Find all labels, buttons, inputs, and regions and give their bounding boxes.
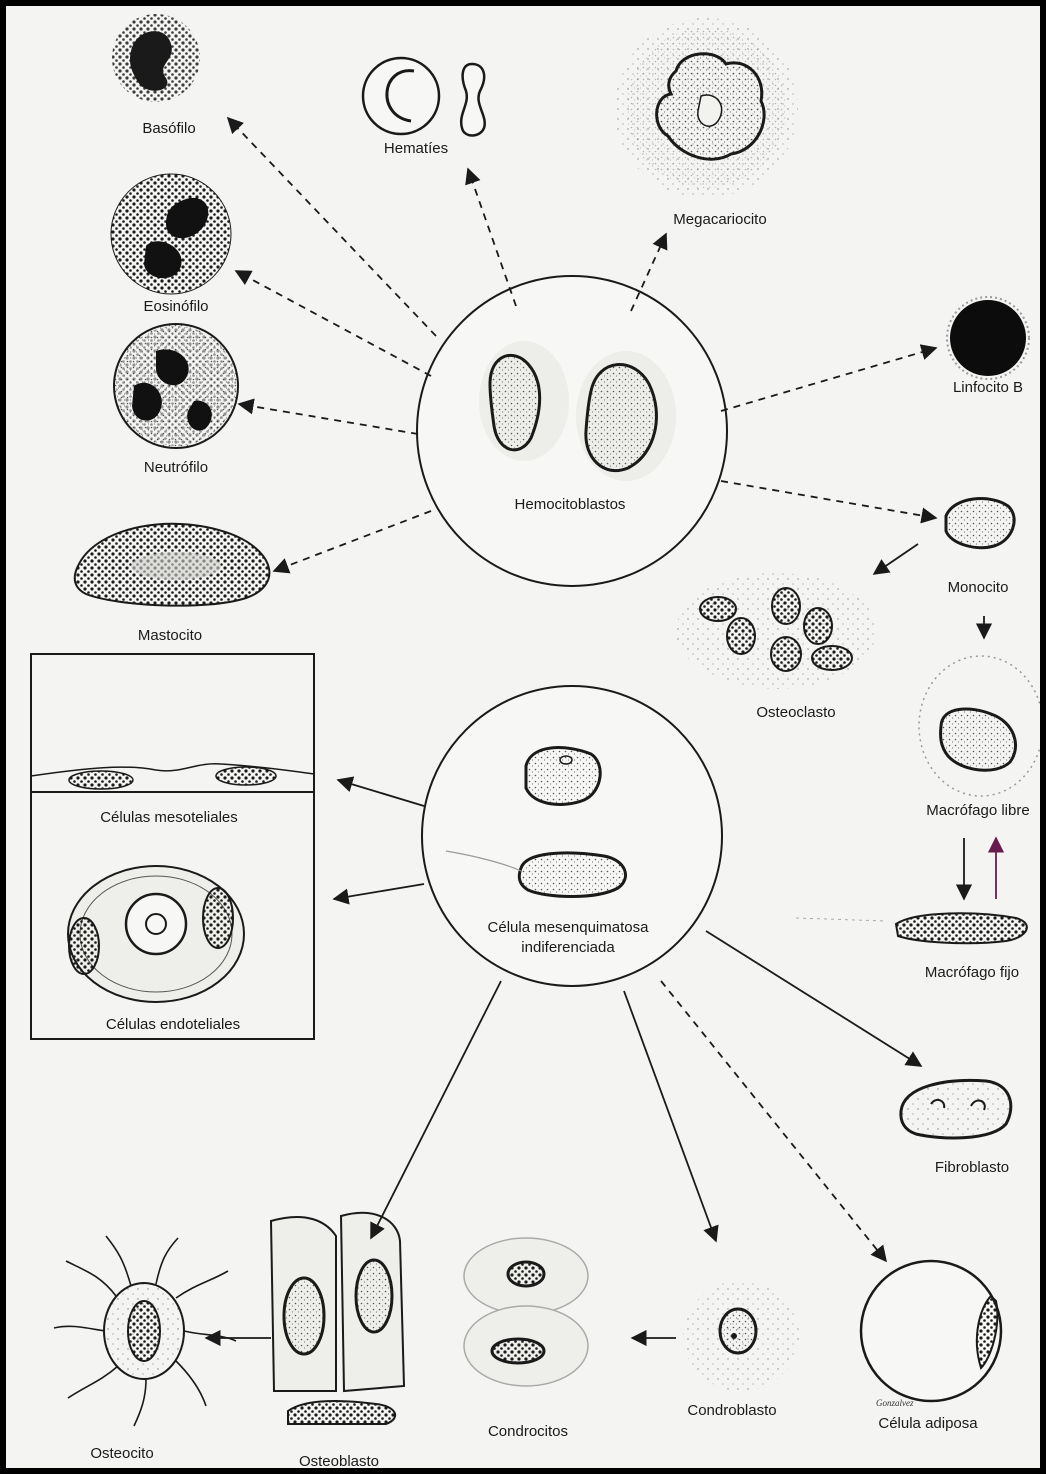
label-linfocito-b: Linfocito B — [953, 379, 1023, 396]
osteoblasto-drawing — [271, 1213, 404, 1424]
diagram-sheet: Gonzalvez — [6, 6, 1040, 1468]
arrow-to-endoteliales — [334, 884, 424, 899]
label-macrofago-libre: Macrófago libre — [926, 802, 1029, 819]
label-macrofago-fijo: Macrófago fijo — [925, 964, 1019, 981]
label-osteoblasto: Osteoblasto — [299, 1453, 379, 1468]
macrofago-fijo-drawing — [796, 913, 1027, 943]
label-osteocito: Osteocito — [90, 1445, 153, 1462]
neutrofilo-drawing — [114, 324, 238, 448]
hematies-drawing — [363, 58, 485, 136]
macrofago-libre-drawing — [919, 656, 1040, 796]
linfocito-b-drawing — [947, 297, 1029, 379]
label-fibroblasto: Fibroblasto — [935, 1159, 1009, 1176]
label-condroblasto: Condroblasto — [687, 1402, 776, 1419]
label-neutrofilo: Neutrófilo — [144, 459, 208, 476]
label-osteoclasto: Osteoclasto — [756, 704, 835, 721]
cell-lineage-diagram: Gonzalvez — [6, 6, 1040, 1468]
hemocitoblastos-circle — [417, 276, 727, 586]
arrow-to-fibroblasto — [706, 931, 921, 1066]
label-hemocitoblastos: Hemocitoblastos — [515, 496, 626, 513]
arrow-to-mastocito — [274, 511, 431, 571]
arrow-monocito-to-osteoclasto — [874, 544, 918, 574]
label-megacariocito: Megacariocito — [673, 211, 766, 228]
arrow-to-osteoblasto — [371, 981, 501, 1238]
label-eosinofilo: Eosinófilo — [143, 298, 208, 315]
artist-signature: Gonzalvez — [876, 1398, 914, 1408]
osteocito-drawing — [54, 1236, 236, 1426]
celulas-endoteliales-drawing — [68, 866, 244, 1002]
condroblasto-drawing — [683, 1281, 799, 1391]
mastocito-drawing — [75, 524, 270, 606]
eosinofilo-drawing — [111, 174, 231, 294]
condrocitos-drawing — [464, 1238, 588, 1386]
arrow-to-eosinofilo — [236, 271, 431, 376]
fibroblasto-drawing — [901, 1080, 1011, 1138]
label-celulas-mesoteliales: Células mesoteliales — [100, 809, 238, 826]
arrow-to-mesoteliales — [338, 780, 424, 806]
label-celula-adiposa: Célula adiposa — [878, 1415, 978, 1432]
osteoclasto-drawing — [676, 573, 876, 689]
arrow-to-condroblasto — [624, 991, 716, 1241]
label-condrocitos: Condrocitos — [488, 1423, 568, 1440]
monocito-drawing — [946, 499, 1014, 548]
megacariocito-drawing — [614, 18, 798, 198]
label-celula-mesenquimatosa-line1: Célula mesenquimatosa — [488, 919, 650, 936]
label-celula-mesenquimatosa-line2: indiferenciada — [521, 939, 615, 956]
label-mastocito: Mastocito — [138, 627, 202, 644]
basofilo-drawing — [112, 14, 200, 102]
label-monocito: Monocito — [948, 579, 1009, 596]
arrow-to-neutrofilo — [239, 404, 418, 434]
arrow-to-linfocito-b — [721, 348, 936, 411]
label-basofilo: Basófilo — [142, 120, 195, 137]
celula-adiposa-drawing: Gonzalvez — [861, 1261, 1001, 1408]
arrow-to-hematies — [468, 169, 516, 306]
label-hematies: Hematíes — [384, 140, 448, 157]
arrow-to-monocito — [721, 481, 936, 518]
label-celulas-endoteliales: Células endoteliales — [106, 1016, 240, 1033]
